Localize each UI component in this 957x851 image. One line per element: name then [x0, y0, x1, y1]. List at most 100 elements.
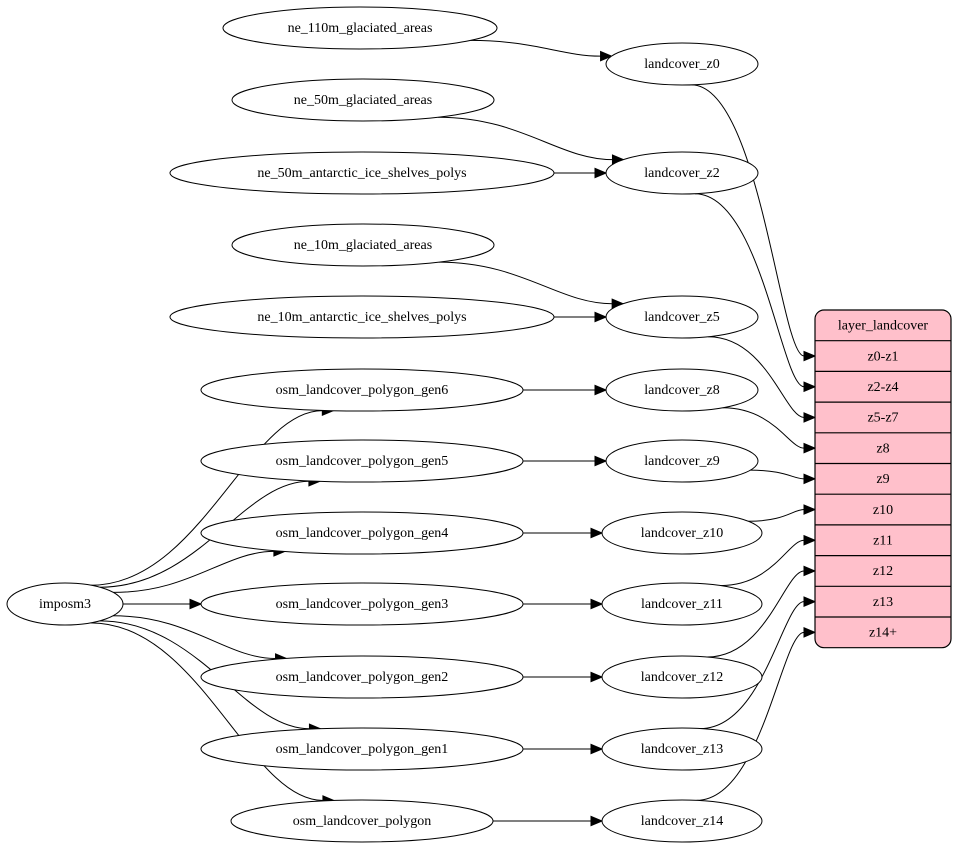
node-ellipse — [200, 582, 524, 626]
landcover-node-landcover_z13[interactable]: landcover_z13 — [601, 727, 763, 771]
edge-imposm3-to-osm_landcover_polygon_gen2 — [112, 615, 276, 659]
landcover-node-landcover_z0[interactable]: landcover_z0 — [605, 42, 759, 86]
node-label: landcover_z13 — [641, 742, 723, 757]
node-ellipse — [230, 799, 494, 843]
natural-earth-node-ne_10m_glaciated_areas[interactable]: ne_10m_glaciated_areas — [231, 223, 495, 267]
edge-landcover_z9-to-z9 — [750, 469, 805, 480]
node-ellipse — [200, 727, 524, 771]
node-label: ne_10m_glaciated_areas — [294, 238, 432, 253]
osm-table-node-osm_landcover_polygon_gen2[interactable]: osm_landcover_polygon_gen2 — [200, 655, 524, 699]
node-label: osm_landcover_polygon_gen6 — [276, 383, 449, 398]
edge-ne_50m_glaciated_areas-to-landcover_z2 — [438, 116, 613, 161]
edge-arrowhead — [590, 815, 604, 827]
node-label: osm_landcover_polygon_gen5 — [276, 454, 449, 469]
edge-arrowhead — [590, 743, 604, 755]
record-row-label: z9 — [876, 472, 889, 487]
node-label: landcover_z8 — [644, 383, 719, 398]
record-row-label: z2-z4 — [867, 380, 898, 395]
node-ellipse — [200, 368, 524, 412]
natural-earth-node-ne_50m_antarctic_ice_shelves_polys[interactable]: ne_50m_antarctic_ice_shelves_polys — [169, 151, 555, 195]
record-row-label: z11 — [873, 533, 893, 548]
osm-table-node-osm_landcover_polygon_gen3[interactable]: osm_landcover_polygon_gen3 — [200, 582, 524, 626]
landcover-node-landcover_z2[interactable]: landcover_z2 — [605, 151, 759, 195]
edge-landcover_z5-to-z5-z7 — [708, 336, 805, 418]
node-ellipse — [601, 582, 763, 626]
edge-landcover_z2-to-z2-z4 — [694, 193, 805, 388]
edge-arrowhead — [594, 455, 608, 467]
osm-table-node-osm_landcover_polygon_gen5[interactable]: osm_landcover_polygon_gen5 — [200, 439, 524, 483]
landcover-node-landcover_z9[interactable]: landcover_z9 — [605, 439, 759, 483]
node-ellipse — [169, 151, 555, 195]
record-row-label: z12 — [873, 564, 893, 579]
node-ellipse — [231, 223, 495, 267]
node-label: ne_10m_antarctic_ice_shelves_polys — [257, 310, 466, 325]
node-label: landcover_z0 — [644, 57, 719, 72]
node-label: landcover_z2 — [644, 166, 719, 181]
node-label: imposm3 — [39, 597, 91, 612]
edge-arrowhead — [803, 596, 817, 608]
landcover-node-landcover_z11[interactable]: landcover_z11 — [601, 582, 763, 626]
edge-arrowhead — [594, 311, 608, 323]
landcover-node-landcover_z12[interactable]: landcover_z12 — [601, 655, 763, 699]
edge-arrowhead — [590, 598, 604, 610]
osm-table-node-osm_landcover_polygon_gen1[interactable]: osm_landcover_polygon_gen1 — [200, 727, 524, 771]
osm-table-node-osm_landcover_polygon_gen6[interactable]: osm_landcover_polygon_gen6 — [200, 368, 524, 412]
edge-landcover_z13-to-z13 — [700, 601, 805, 730]
node-ellipse — [222, 6, 498, 50]
edge-arrowhead — [590, 527, 604, 539]
record-node-background — [814, 309, 952, 649]
node-label: ne_110m_glaciated_areas — [288, 21, 433, 36]
node-ellipse — [169, 295, 555, 339]
node-ellipse — [200, 655, 524, 699]
node-ellipse — [200, 439, 524, 483]
node-label: osm_landcover_polygon_gen3 — [276, 597, 449, 612]
node-label: landcover_z9 — [644, 454, 719, 469]
node-label: landcover_z14 — [641, 814, 723, 829]
source-node-imposm3[interactable]: imposm3 — [6, 582, 124, 626]
node-ellipse — [605, 439, 759, 483]
edge-arrowhead — [803, 381, 817, 393]
node-ellipse — [601, 799, 763, 843]
node-ellipse — [605, 295, 759, 339]
edge-landcover_z10-to-z10 — [748, 509, 805, 522]
natural-earth-node-ne_110m_glaciated_areas[interactable]: ne_110m_glaciated_areas — [222, 6, 498, 50]
edge-imposm3-to-osm_landcover_polygon — [90, 622, 323, 801]
edge-landcover_z0-to-z0-z1 — [691, 84, 805, 357]
edge-imposm3-to-osm_landcover_polygon_gen4 — [113, 550, 274, 593]
node-ellipse — [6, 582, 124, 626]
edge-arrowhead — [803, 626, 817, 638]
landcover-node-landcover_z14[interactable]: landcover_z14 — [601, 799, 763, 843]
landcover-node-landcover_z5[interactable]: landcover_z5 — [605, 295, 759, 339]
node-label: osm_landcover_polygon_gen2 — [276, 670, 449, 685]
edge-arrowhead — [189, 598, 203, 610]
landcover-node-landcover_z10[interactable]: landcover_z10 — [601, 511, 763, 555]
record-node-layer: layer_landcoverz0-z1z2-z4z5-z7z8z9z10z11… — [814, 309, 952, 649]
natural-earth-node-ne_10m_antarctic_ice_shelves_polys[interactable]: ne_10m_antarctic_ice_shelves_polys — [169, 295, 555, 339]
record-row-label: z10 — [873, 503, 893, 518]
record-row-label: z0-z1 — [867, 349, 898, 364]
edge-landcover_z12-to-z12 — [707, 570, 805, 658]
natural-earth-node-ne_50m_glaciated_areas[interactable]: ne_50m_glaciated_areas — [231, 78, 495, 122]
landcover-node-landcover_z8[interactable]: landcover_z8 — [605, 368, 759, 412]
edge-landcover_z11-to-z11 — [720, 539, 805, 587]
osm-table-node-osm_landcover_polygon_gen4[interactable]: osm_landcover_polygon_gen4 — [200, 511, 524, 555]
node-label: landcover_z11 — [641, 597, 723, 612]
edge-arrowhead — [803, 350, 817, 362]
edge-landcover_z14-to-z14+ — [696, 631, 805, 801]
node-label: ne_50m_glaciated_areas — [294, 93, 432, 108]
record-header-label: layer_landcover — [838, 319, 929, 334]
edge-arrowhead — [803, 534, 817, 546]
edge-imposm3-to-osm_landcover_polygon_gen6 — [91, 410, 323, 586]
node-label: landcover_z10 — [641, 526, 723, 541]
edge-arrowhead — [803, 565, 817, 577]
record-row-label: z5-z7 — [867, 411, 898, 426]
edge-arrowhead — [803, 412, 817, 423]
osm-table-node-osm_landcover_polygon[interactable]: osm_landcover_polygon — [230, 799, 494, 843]
node-ellipse — [605, 42, 759, 86]
record-row-label: z14+ — [869, 626, 897, 641]
edge-landcover_z8-to-z8 — [722, 407, 805, 449]
edge-ne_10m_glaciated_areas-to-landcover_z5 — [438, 261, 613, 305]
edge-arrowhead — [594, 384, 608, 396]
node-label: landcover_z12 — [641, 670, 723, 685]
